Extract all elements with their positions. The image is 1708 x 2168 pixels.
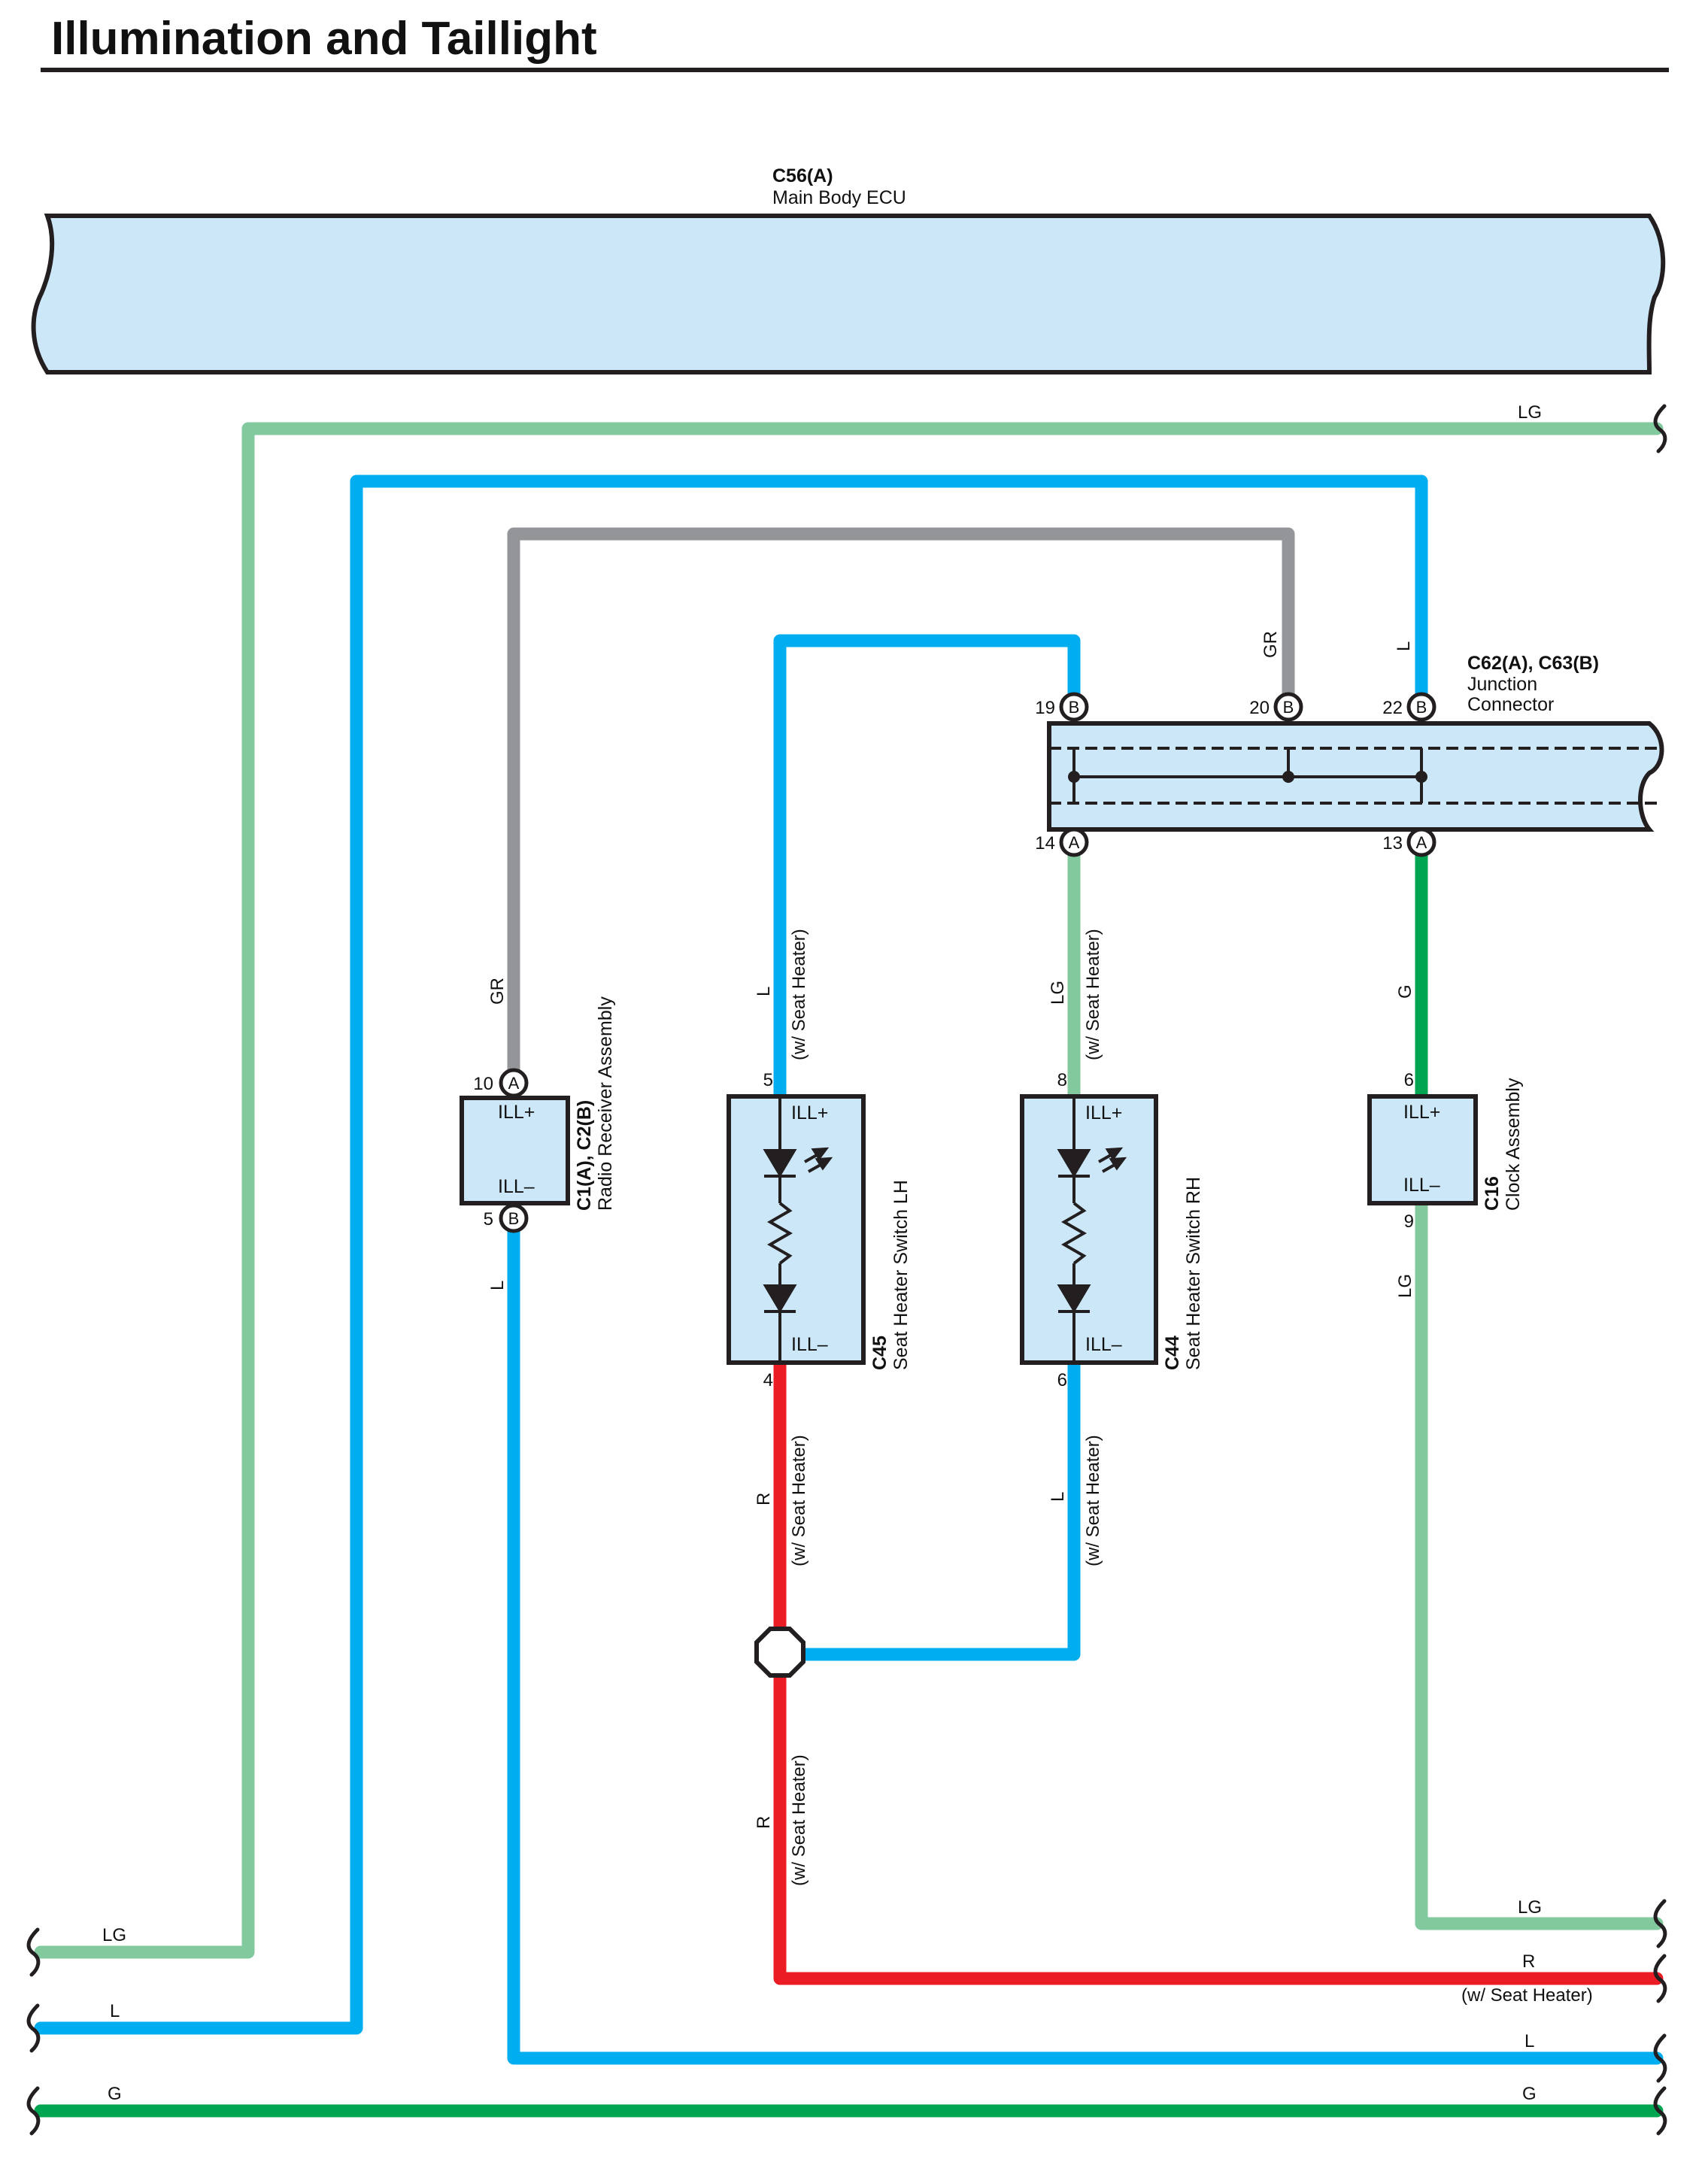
clock-pin-bottom: 9 [1404, 1211, 1414, 1232]
radio-receiver-box [460, 1096, 570, 1205]
clock-ill-plus: ILL+ [1403, 1102, 1440, 1123]
junction-name-line1: Junction [1467, 674, 1537, 695]
seat-lh-id: C45 [869, 1336, 890, 1370]
junction-name-line2: Connector [1467, 694, 1554, 715]
main-body-ecu-box [31, 214, 1666, 374]
junction-pin-14-letter: A [1069, 833, 1080, 852]
radio-ill-plus: ILL+ [498, 1102, 535, 1123]
radio-ill-minus: ILL– [498, 1176, 535, 1197]
seat-rh-pin-top: 8 [1057, 1070, 1067, 1090]
label-l-rh: L [1048, 1492, 1068, 1502]
label-lower-note: (w/ Seat Heater) [789, 1754, 809, 1886]
clock-id: C16 [1482, 1176, 1503, 1211]
label-l-junction: L [1394, 641, 1414, 651]
junction-pin-14: A 14 [1035, 827, 1089, 857]
label-lg-top: LG [1518, 402, 1542, 423]
label-r-lower: R [754, 1816, 774, 1829]
label-g-right: G [1522, 2084, 1537, 2104]
seat-lh-name: Seat Heater Switch LH [890, 1180, 912, 1370]
wire-l-lh-top [773, 634, 1081, 1101]
junction-pin-22-num: 22 [1382, 698, 1403, 718]
label-g-clock: G [1395, 984, 1415, 999]
seat-heater-lh-led-circuit [763, 1096, 833, 1363]
junction-id: C62(A), C63(B) [1467, 653, 1599, 674]
label-gr-radio: GR [487, 978, 508, 1005]
wire-lg-clock-bottom [1415, 1196, 1664, 1930]
wire-break-marks [26, 404, 1667, 2136]
wire-l-rh-bottom [790, 1356, 1081, 1661]
radio-id: C1(A), C2(B) [574, 1100, 595, 1211]
label-r-right-note: (w/ Seat Heater) [1461, 1985, 1593, 2006]
label-l-right: L [1524, 2031, 1534, 2051]
label-l-left: L [110, 2001, 120, 2021]
seat-rh-pin-bottom: 6 [1057, 1370, 1067, 1390]
wire-lg-left-loop [34, 422, 1664, 1959]
seat-lh-ill-plus: ILL+ [791, 1102, 828, 1123]
page-title: Illumination and Taillight [51, 13, 597, 65]
clock-ill-minus: ILL– [1403, 1175, 1440, 1196]
junction-pin-13-num: 13 [1382, 833, 1403, 854]
label-lh-top-note: (w/ Seat Heater) [789, 929, 809, 1060]
seat-lh-pin-top: 5 [763, 1070, 773, 1090]
label-r-lh: R [754, 1493, 774, 1505]
junction-pin-14-num: 14 [1035, 833, 1055, 854]
junction-pin-22-letter: B [1416, 698, 1427, 717]
radio-pin-bottom-letter: B [508, 1209, 520, 1228]
seat-heater-rh-led-circuit [1057, 1096, 1127, 1363]
seat-rh-ill-plus: ILL+ [1085, 1102, 1122, 1123]
label-lg-right-bottom: LG [1518, 1897, 1542, 1918]
label-rh-top-note: (w/ Seat Heater) [1083, 929, 1103, 1060]
radio-pin-bottom-num: 5 [484, 1209, 493, 1230]
seat-lh-pin-bottom: 4 [763, 1370, 773, 1390]
junction-pin-20-letter: B [1283, 698, 1294, 717]
junction-pin-19-letter: B [1069, 698, 1080, 717]
label-r-right: R [1522, 1951, 1535, 1972]
label-l-lh: L [754, 987, 774, 996]
seat-lh-ill-minus: ILL– [791, 1334, 828, 1355]
clock-name: Clock Assembly [1503, 1078, 1524, 1211]
junction-pin-20: B 20 [1249, 692, 1303, 722]
radio-pin-bottom-circle [499, 1203, 529, 1233]
label-lg-left: LG [102, 1925, 126, 1945]
junction-pin-19: B 19 [1035, 692, 1089, 722]
seat-rh-ill-minus: ILL– [1085, 1334, 1122, 1355]
radio-pin-top-circle [499, 1068, 529, 1098]
junction-dots [1068, 771, 1427, 783]
label-l-radio: L [487, 1281, 508, 1290]
splice-point [754, 1627, 805, 1678]
junction-pin-22: B 22 [1382, 692, 1436, 722]
seat-rh-id: C44 [1162, 1336, 1183, 1370]
wire-l-left-loop [34, 475, 1428, 2035]
radio-pin-top-num: 10 [473, 1074, 493, 1094]
clock-assembly-box [1367, 1094, 1478, 1205]
clock-pin-top: 6 [1404, 1070, 1414, 1090]
ecu-id: C56(A) [772, 165, 833, 186]
label-lg-clock: LG [1395, 1274, 1415, 1298]
wire-l-radio-bottom [507, 1211, 1664, 2065]
label-lg-rh: LG [1048, 981, 1068, 1005]
radio-pin-top-letter: A [508, 1074, 520, 1093]
seat-heater-lh-box [727, 1094, 866, 1365]
label-gr-junction: GR [1261, 631, 1281, 658]
seat-rh-name: Seat Heater Switch RH [1183, 1177, 1204, 1370]
junction-pin-13: A 13 [1382, 827, 1436, 857]
label-lh-bottom-note: (w/ Seat Heater) [789, 1435, 809, 1566]
ecu-name: Main Body ECU [772, 187, 906, 208]
wire-r-lower [773, 1655, 1664, 1985]
junction-pin-20-num: 20 [1249, 698, 1270, 718]
seat-heater-rh-box [1020, 1094, 1158, 1365]
radio-name: Radio Receiver Assembly [595, 996, 616, 1211]
label-rh-bottom-note: (w/ Seat Heater) [1083, 1435, 1103, 1566]
junction-pin-13-letter: A [1416, 833, 1427, 852]
junction-pin-19-num: 19 [1035, 698, 1055, 718]
label-g-left: G [108, 2084, 122, 2104]
wire-gr-radio [507, 527, 1295, 1090]
